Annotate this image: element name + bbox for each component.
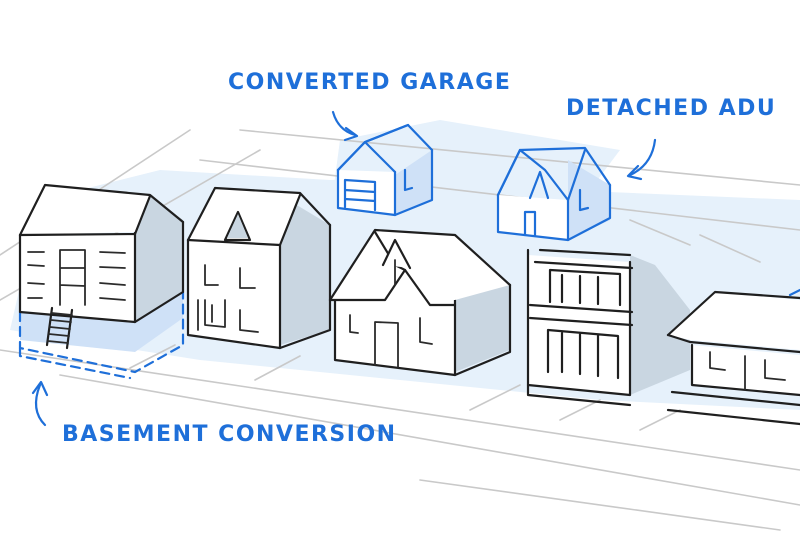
arrow-detached-adu bbox=[626, 138, 657, 181]
house-three bbox=[328, 228, 512, 377]
label-converted-garage: CONVERTED GARAGE bbox=[228, 70, 512, 95]
house-two bbox=[186, 186, 332, 350]
house-five bbox=[666, 288, 800, 426]
house-basement-conversion bbox=[18, 183, 185, 380]
detached-adu bbox=[496, 146, 612, 242]
arrow-basement-conversion bbox=[31, 380, 49, 427]
converted-garage bbox=[336, 123, 434, 217]
label-detached-adu: DETACHED ADU bbox=[566, 96, 777, 121]
house-four bbox=[526, 248, 690, 407]
arrow-converted-garage bbox=[331, 110, 359, 142]
label-basement-conversion: BASEMENT CONVERSION bbox=[62, 422, 397, 447]
